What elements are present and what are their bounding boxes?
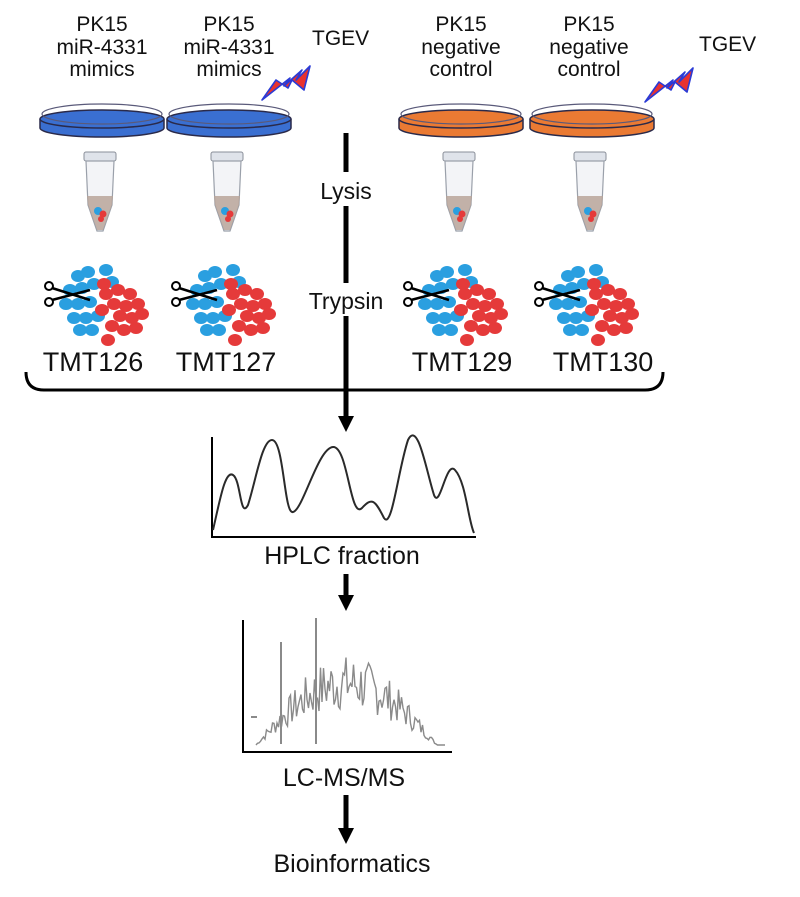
scissors-protein-icon (44, 264, 149, 346)
microcentrifuge-tube-icon (573, 151, 607, 232)
pooling-brace (24, 371, 665, 392)
scissors-protein-icon (534, 264, 639, 346)
sample-1-line1: PK15 (76, 13, 128, 36)
sample-4-graphics (529, 103, 655, 346)
trypsin-step-label: Trypsin (308, 288, 384, 314)
sample-1-label: PK15 miR-4331 mimics (37, 13, 167, 82)
sample-2-line1: PK15 (203, 13, 255, 36)
sample-1-line2: miR-4331 (56, 35, 148, 59)
sample-4-line3: control (557, 58, 621, 82)
sample-3-line3: control (429, 58, 493, 82)
sample-3-line2: negative (421, 35, 501, 59)
microcentrifuge-tube-icon (83, 151, 117, 232)
sample-4-virus-icon (644, 67, 694, 103)
petri-dish-icon (398, 103, 524, 138)
sample-2-virus-icon (261, 65, 311, 101)
sample-2-graphics (166, 103, 292, 346)
sample-2-infection-label: TGEV (312, 27, 370, 50)
sample-4-label: PK15 negative control (524, 13, 654, 82)
bioinformatics-step-label: Bioinformatics (273, 850, 431, 878)
sample-3-graphics (398, 103, 524, 346)
sample-1-line3: mimics (69, 58, 135, 82)
petri-dish-icon (39, 103, 165, 138)
scissors-protein-icon (171, 264, 276, 346)
tmt-tag-3: TMT129 (411, 347, 513, 377)
sample-4-infection-label: TGEV (699, 33, 757, 56)
petri-dish-icon (166, 103, 292, 138)
lcms-spectrum (242, 618, 452, 753)
petri-dish-icon (529, 103, 655, 138)
sample-4-line1: PK15 (563, 13, 615, 36)
sample-2-line2: miR-4331 (183, 35, 275, 59)
tmt-tag-2: TMT127 (175, 347, 277, 377)
hplc-step-label: HPLC fraction (264, 542, 420, 570)
sample-2-label: PK15 miR-4331 mimics (164, 13, 294, 82)
sample-3-line1: PK15 (435, 13, 487, 36)
tmt-tag-4: TMT130 (552, 347, 654, 377)
sample-3-label: PK15 negative control (396, 13, 526, 82)
lcms-step-label: LC-MS/MS (282, 764, 406, 792)
scissors-protein-icon (403, 264, 508, 346)
lysis-step-label: Lysis (320, 178, 372, 204)
hplc-chromatogram (211, 434, 476, 538)
microcentrifuge-tube-icon (442, 151, 476, 232)
microcentrifuge-tube-icon (210, 151, 244, 232)
tmt-tag-1: TMT126 (42, 347, 144, 377)
sample-1-graphics (39, 103, 165, 346)
sample-2-line3: mimics (196, 58, 262, 82)
sample-4-line2: negative (549, 35, 629, 59)
